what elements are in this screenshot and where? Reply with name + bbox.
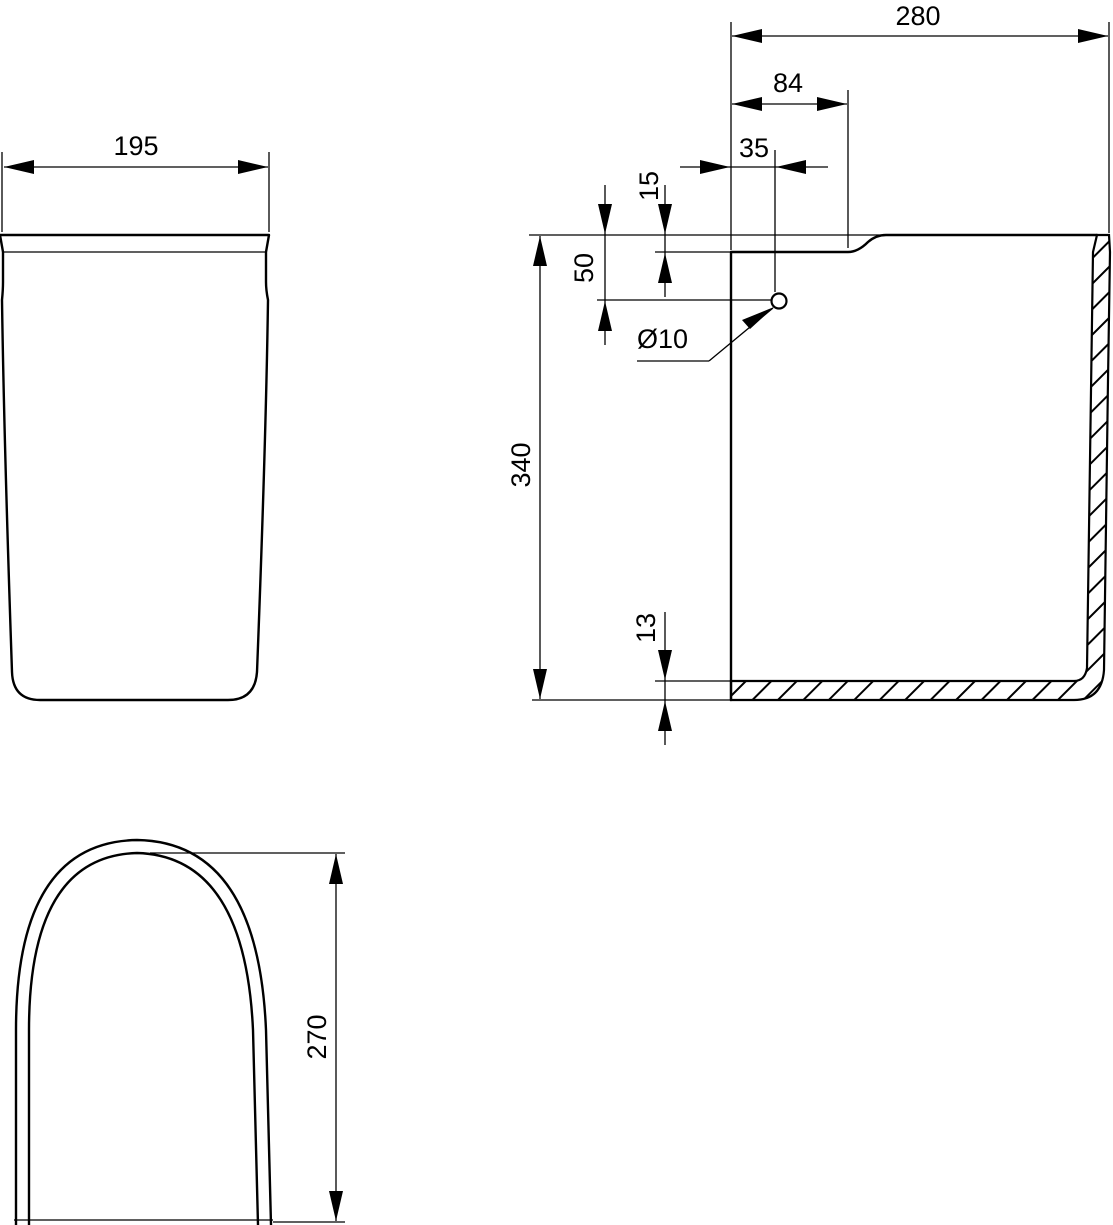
dim-top-step: 15 [634,171,672,297]
inlet-hole [770,292,788,310]
plan-inner-outline [27,851,260,1225]
side-section-view: 280 84 35 15 50 [506,1,1112,745]
plan-view: 270 [14,838,345,1225]
dim-side-height-label: 340 [506,442,536,487]
front-view-outline [0,233,271,702]
dim-plan-depth-label: 270 [302,1014,332,1059]
dim-hole-height-label: 50 [569,253,599,283]
dim-hole-diameter-label: Ø10 [637,324,688,354]
section-wall-hatch [729,233,1112,702]
dim-side-depth-label: 280 [895,1,940,31]
dim-plan-depth: 270 [302,854,343,1221]
dim-side-height: 340 [506,236,547,699]
dim-front-width: 195 [4,131,268,174]
dim-inlet-offset-label: 84 [773,68,803,98]
dim-hole-offset: 35 [680,133,828,174]
dim-top-step-label: 15 [634,171,664,201]
dim-hole-offset-label: 35 [739,133,769,163]
dim-hole-diameter: Ø10 [637,307,774,362]
dim-base-thickness: 13 [631,612,672,745]
dim-side-depth: 280 [732,1,1108,43]
plan-outer-outline [14,838,273,1225]
front-view: 195 [0,131,271,702]
dim-front-width-label: 195 [113,131,158,161]
dim-hole-height: 50 [569,185,612,345]
dim-inlet-offset: 84 [732,68,847,111]
dim-base-thickness-label: 13 [631,613,661,643]
